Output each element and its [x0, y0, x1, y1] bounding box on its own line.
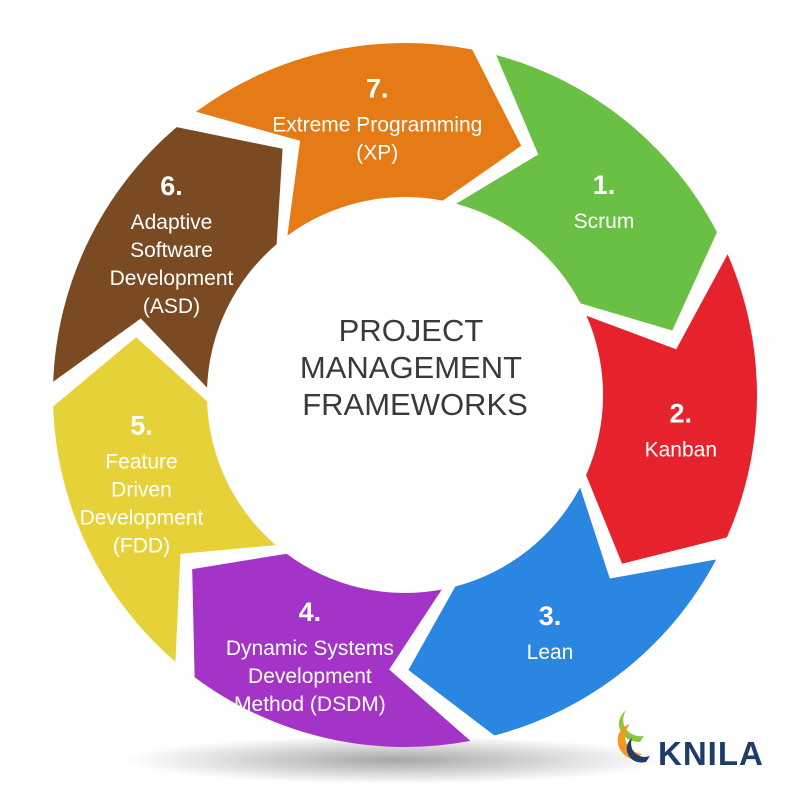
segment-4-number: 4.	[299, 597, 322, 627]
segment-5-arrow	[53, 337, 276, 662]
segment-5-number: 5.	[130, 411, 153, 441]
segment-2-arrow	[586, 254, 757, 564]
segment-3-number: 3.	[539, 601, 562, 631]
center-title-line-2: MANAGEMENT	[300, 350, 522, 385]
segment-5-label-line-3: Development	[80, 507, 204, 530]
segment-5-label-line-2: Driven	[111, 479, 172, 502]
segment-3-arrow	[408, 487, 717, 736]
segment-7-label-line-1: Extreme Programming	[272, 113, 482, 136]
segment-2-number: 2.	[670, 399, 693, 429]
ring-shadow	[125, 736, 665, 784]
segment-7-label-line-2: (XP)	[356, 141, 398, 164]
segment-7-number: 7.	[366, 73, 389, 103]
knila-logo: KNILA	[617, 710, 764, 772]
segment-7-arrow	[196, 43, 522, 236]
segment-5-label-line-1: Feature	[105, 451, 177, 474]
segment-4-label-line-2: Development	[248, 665, 372, 688]
segment-4-label-line-1: Dynamic Systems	[226, 637, 394, 660]
segment-1-label-line-1: Scrum	[574, 210, 635, 233]
knila-logo-text: KNILA	[658, 735, 764, 772]
segment-6-label-line-2: Software	[130, 239, 213, 262]
segment-4-label-line-3: Method (DSDM)	[234, 693, 386, 716]
knila-logo-icon	[617, 710, 650, 763]
center-title-line-1: PROJECT	[339, 313, 484, 348]
segment-2-label-line-1: Kanban	[645, 439, 717, 462]
segment-3-label-line-1: Lean	[527, 641, 574, 664]
segment-5-label-line-4: (FDD)	[113, 535, 170, 558]
ring-segments	[53, 43, 757, 748]
center-title-line-3: FRAMEWORKS	[302, 387, 528, 422]
segment-1-number: 1.	[593, 170, 616, 200]
segment-6-label-line-1: Adaptive	[131, 211, 213, 234]
segment-1-arrow	[456, 55, 717, 331]
center-title: PROJECT MANAGEMENT FRAMEWORKS	[300, 313, 530, 422]
segment-6-label-line-4: (ASD)	[143, 295, 200, 318]
segment-6-arrow	[53, 127, 283, 388]
segment-4-arrow	[192, 553, 471, 748]
segment-6-label-line-3: Development	[110, 267, 234, 290]
segment-6-number: 6.	[160, 171, 183, 201]
